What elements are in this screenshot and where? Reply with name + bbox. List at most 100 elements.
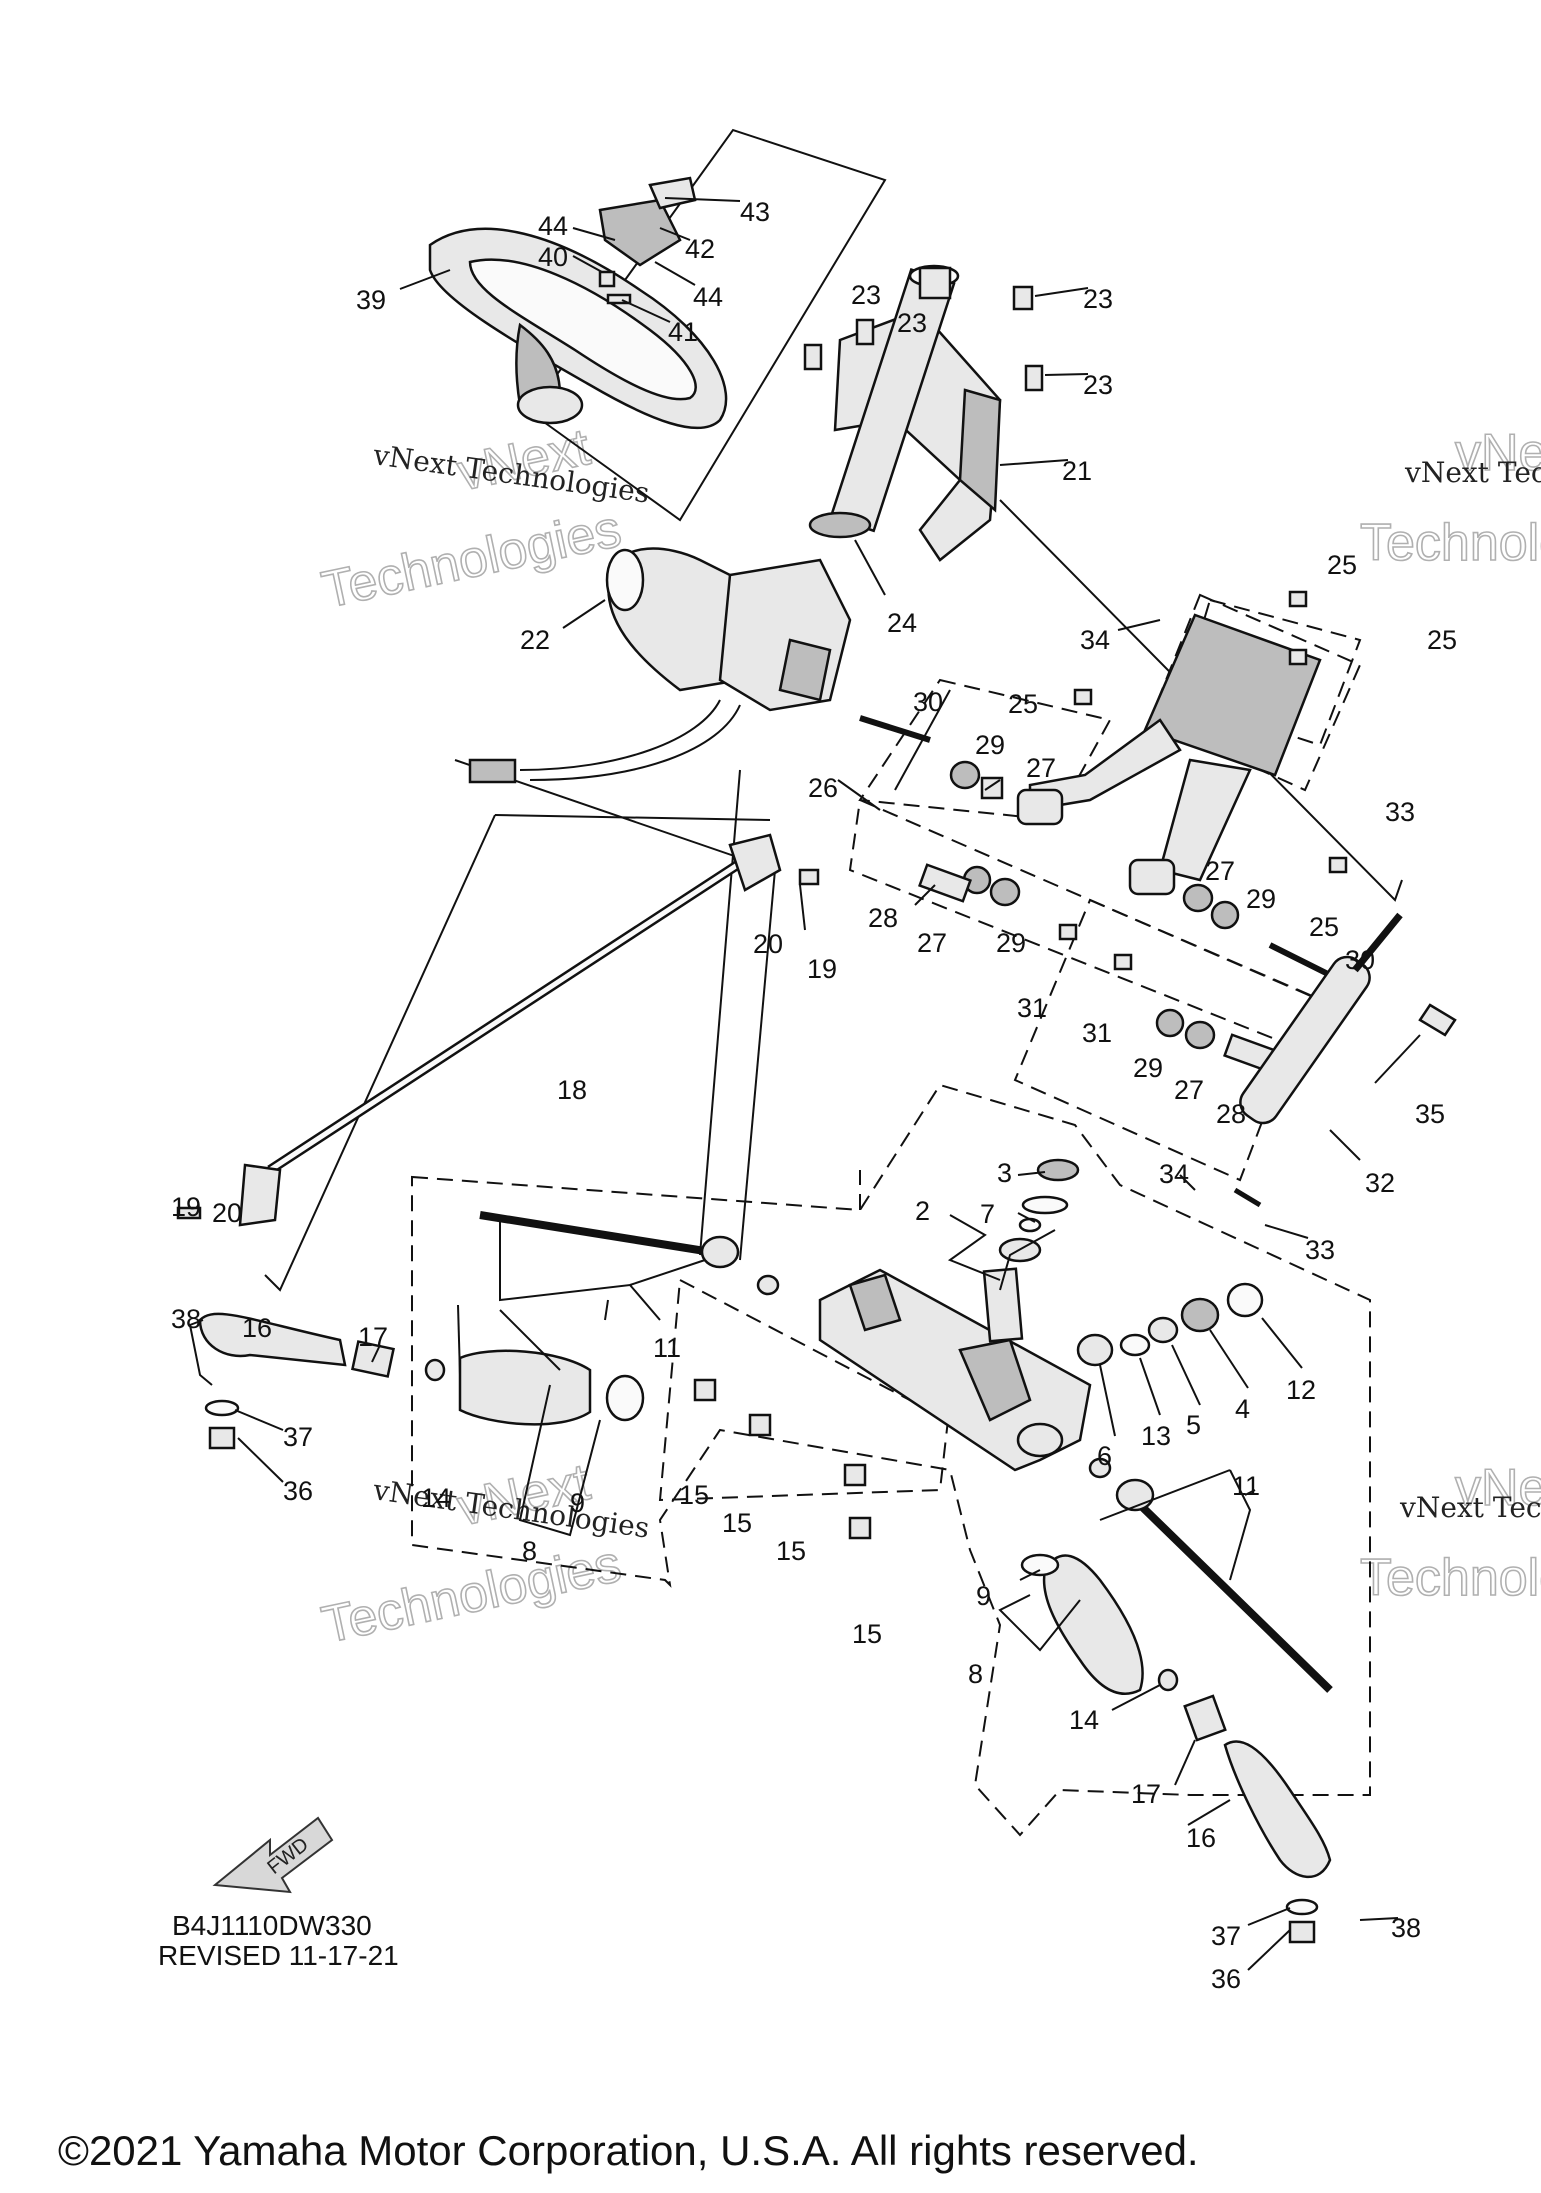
callout-22: 22 <box>520 625 550 655</box>
copyright-notice: ©2021 Yamaha Motor Corporation, U.S.A. A… <box>58 2127 1199 2174</box>
callout-23: 23 <box>897 308 927 338</box>
callout-39: 39 <box>356 285 386 315</box>
callout-11: 11 <box>1232 1471 1260 1501</box>
revision-date: REVISED 11-17-21 <box>158 1940 399 1971</box>
washers-nuts-36-37 <box>204 1399 1319 1944</box>
callout-32: 32 <box>1365 1168 1395 1198</box>
callout-31: 31 <box>1017 993 1047 1023</box>
leader-lines <box>188 197 1421 1971</box>
watermark-big-bottom: Technologies <box>1360 1549 1541 1607</box>
diagram-code: B4J1110DW330 <box>172 1910 372 1941</box>
watermarks: vNext Technologies vNext Technologies vN… <box>316 417 1541 1655</box>
rack-bolts-15 <box>693 1378 872 1540</box>
callout-13: 13 <box>1141 1421 1171 1451</box>
boot-right-8 <box>1020 1553 1179 1695</box>
intermediate-shaft-18 <box>176 833 820 1227</box>
horn-parts-40-44 <box>598 176 697 305</box>
callout-35: 35 <box>1415 1099 1445 1129</box>
spacer-24 <box>808 511 872 539</box>
callout-29: 29 <box>1133 1053 1163 1083</box>
callout-25: 25 <box>1008 689 1038 719</box>
callout-34: 34 <box>1159 1159 1189 1189</box>
callout-15: 15 <box>722 1508 752 1538</box>
callout-11: 11 <box>653 1333 681 1363</box>
callout-19: 19 <box>807 954 837 984</box>
callout-33: 33 <box>1385 797 1415 827</box>
callout-34: 34 <box>1080 625 1110 655</box>
bracket-leaders <box>499 1215 1252 1652</box>
callout-8: 8 <box>522 1536 537 1566</box>
callout-36: 36 <box>283 1476 313 1506</box>
callout-27: 27 <box>917 928 947 958</box>
callout-40: 40 <box>538 242 568 272</box>
callout-33: 33 <box>1305 1235 1335 1265</box>
gas-strut-32 <box>1233 912 1457 1208</box>
callout-31: 31 <box>1082 1018 1112 1048</box>
callout-42: 42 <box>685 234 715 264</box>
callout-17: 17 <box>1131 1779 1161 1809</box>
callout-30: 30 <box>913 687 943 717</box>
callout-16: 16 <box>242 1313 272 1343</box>
watermark-big-bottom: Technologies <box>317 500 626 620</box>
callout-7: 7 <box>980 1199 995 1229</box>
steering-column-21 <box>829 264 1002 562</box>
callout-37: 37 <box>1211 1921 1241 1951</box>
bracket-26 <box>1016 613 1322 896</box>
callout-27: 27 <box>1174 1075 1204 1105</box>
column-bolts-23 <box>803 285 1044 392</box>
callout-37: 37 <box>283 1422 313 1452</box>
callout-5: 5 <box>1186 1410 1201 1440</box>
callout-29: 29 <box>996 928 1026 958</box>
tie-rod-right-11 <box>1088 1457 1333 1693</box>
callout-6: 6 <box>1097 1441 1112 1471</box>
callout-41: 41 <box>668 317 698 347</box>
callout-38: 38 <box>1391 1913 1421 1943</box>
callout-20: 20 <box>753 929 783 959</box>
callout-43: 43 <box>740 197 770 227</box>
callout-3: 3 <box>997 1158 1012 1188</box>
callout-9: 9 <box>570 1488 585 1518</box>
steering-wheel-39 <box>428 227 728 430</box>
watermark-text: vNext Technologies <box>1404 456 1541 489</box>
callout-15: 15 <box>852 1619 882 1649</box>
callout-9: 9 <box>976 1581 991 1611</box>
callout-15: 15 <box>679 1480 709 1510</box>
eps-unit-22 <box>468 547 852 784</box>
callout-23: 23 <box>851 280 881 310</box>
watermark-text: vNext Technologies <box>1399 1491 1541 1524</box>
callout-23: 23 <box>1083 370 1113 400</box>
callout-16: 16 <box>1186 1823 1216 1853</box>
callout-29: 29 <box>1246 884 1276 914</box>
tie-rod-left-11 <box>479 1211 780 1296</box>
callout-8: 8 <box>968 1659 983 1689</box>
callout-30: 30 <box>1345 945 1375 975</box>
callout-23: 23 <box>1083 284 1113 314</box>
fwd-arrow: FWD <box>212 1816 334 1894</box>
callout-18: 18 <box>557 1075 587 1105</box>
callout-12: 12 <box>1286 1375 1316 1405</box>
callout-2: 2 <box>915 1196 930 1226</box>
callout-14: 14 <box>1069 1705 1099 1735</box>
rack-bearings-4-6-12-13 <box>1076 1282 1264 1367</box>
callout-27: 27 <box>1026 753 1056 783</box>
callout-28: 28 <box>1216 1099 1246 1129</box>
callout-27: 27 <box>1205 856 1235 886</box>
callout-17: 17 <box>358 1322 388 1352</box>
tie-rod-ends-16-17 <box>198 1312 1332 1879</box>
callout-4: 4 <box>1235 1394 1250 1424</box>
callout-29: 29 <box>975 730 1005 760</box>
callout-14: 14 <box>421 1483 451 1513</box>
callout-44: 44 <box>538 211 568 241</box>
callout-44: 44 <box>693 282 723 312</box>
bolts-30-nuts-31 <box>859 590 1348 978</box>
callout-36: 36 <box>1211 1964 1241 1994</box>
callout-25: 25 <box>1309 912 1339 942</box>
watermark-big-top: vNext <box>1455 1459 1541 1517</box>
watermark-big-top: vNext <box>1455 424 1541 482</box>
steering-rack <box>818 1267 1092 1472</box>
callout-21: 21 <box>1062 456 1092 486</box>
callout-28: 28 <box>868 903 898 933</box>
callout-25: 25 <box>1427 625 1457 655</box>
